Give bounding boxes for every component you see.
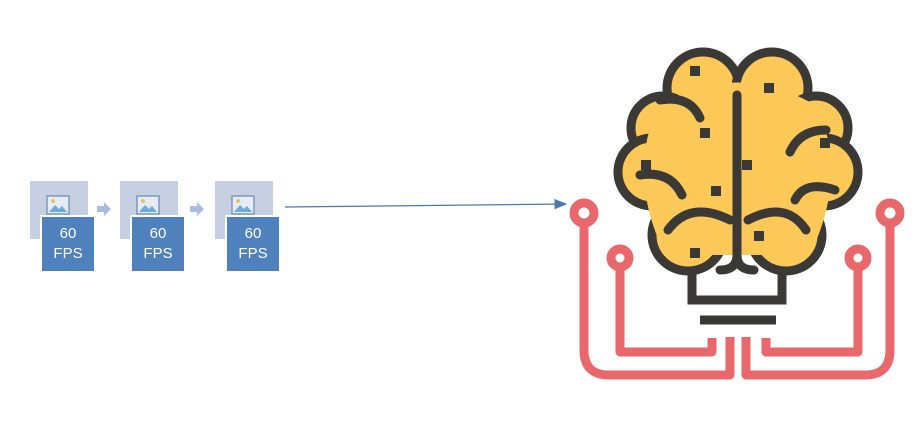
fps-value: 60 [59,225,77,242]
fps-badge: 60 FPS [130,215,186,273]
frame-3: 60 FPS [215,181,281,273]
frame-2: 60 FPS [120,181,186,273]
fps-unit: FPS [143,245,173,262]
fps-unit: FPS [53,245,83,262]
fps-unit: FPS [238,245,268,262]
image-icon [46,195,70,215]
fps-value: 60 [149,225,167,242]
flow-arrow [284,198,568,210]
small-arrow-2 [190,202,204,216]
circuit-icon [569,198,905,380]
fps-value: 60 [244,225,262,242]
image-icon [136,195,160,215]
image-icon [231,195,255,215]
frame-1: 60 FPS [30,181,96,273]
brain-icon [613,47,863,325]
fps-badge: 60 FPS [40,215,96,273]
small-arrow-1 [97,202,111,216]
fps-badge: 60 FPS [225,215,281,273]
